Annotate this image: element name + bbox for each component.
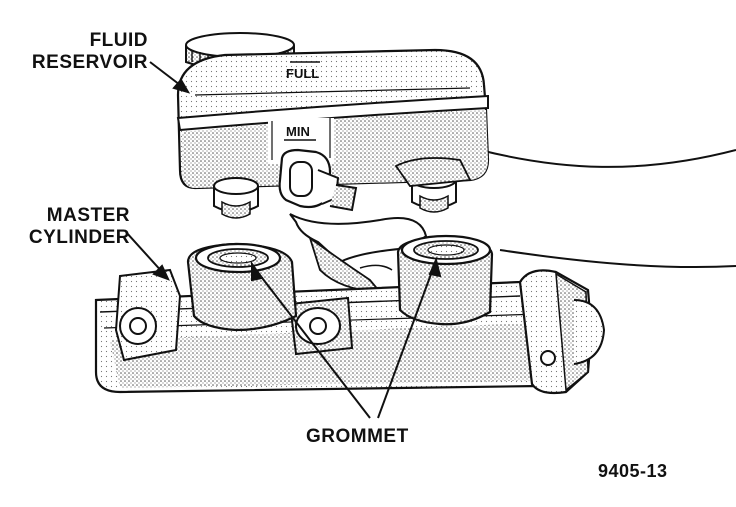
master-cylinder-label: MASTER CYLINDER xyxy=(16,205,130,249)
reservoir-outlet-left xyxy=(213,177,259,219)
figure-number: 9405-13 xyxy=(598,461,668,481)
brake-line-upper xyxy=(479,149,736,168)
fluid-reservoir: FULL MIN xyxy=(176,32,490,219)
fluid-reservoir-label: FLUID RESERVOIR xyxy=(22,30,148,74)
min-marking: MIN xyxy=(286,124,310,139)
fluid-reservoir-label-line1: FLUID xyxy=(89,30,148,51)
master-cylinder xyxy=(94,234,606,395)
fluid-reservoir-label-line2: RESERVOIR xyxy=(31,52,148,73)
master-cylinder-label-line2: CYLINDER xyxy=(28,227,130,248)
grommet-label: GROMMET xyxy=(306,426,409,447)
brake-line-lower xyxy=(499,249,736,269)
master-cylinder-label-line1: MASTER xyxy=(46,205,130,226)
leader-lines xyxy=(125,61,442,419)
reservoir-seam xyxy=(176,94,489,132)
full-marking: FULL xyxy=(286,66,319,81)
